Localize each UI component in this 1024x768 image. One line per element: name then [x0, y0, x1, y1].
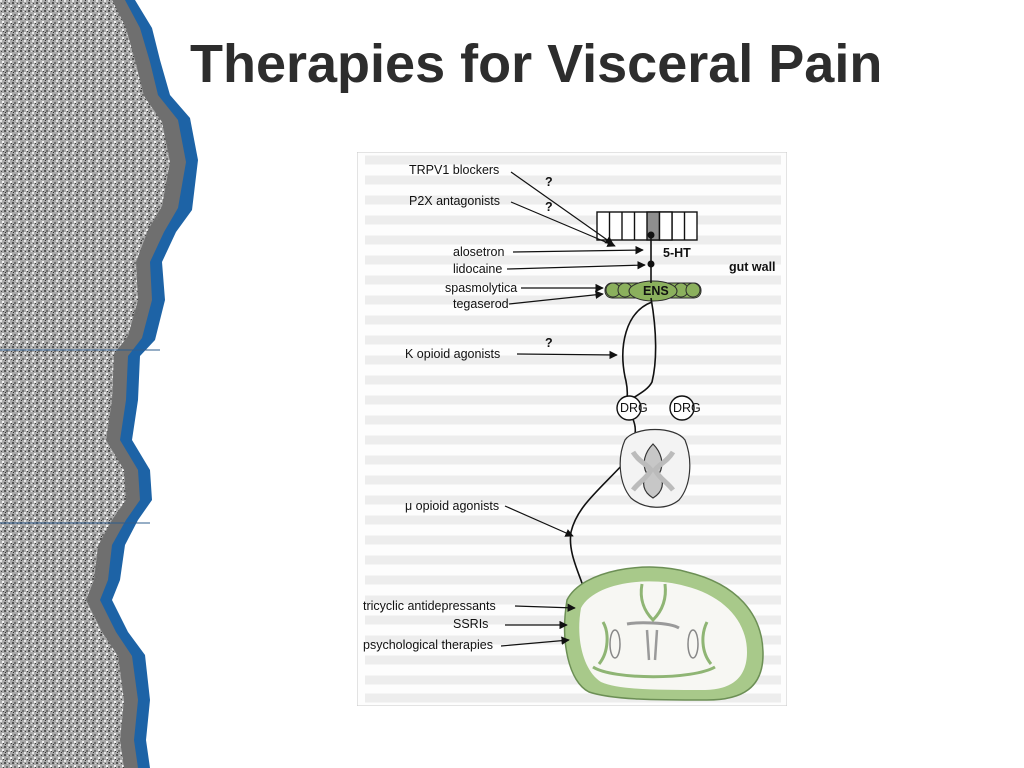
label-mu-opioid-agonists: μ opioid agonists: [405, 499, 499, 513]
arrow-alosetron: [512, 245, 644, 255]
arrow-mu-opioid: [504, 505, 574, 537]
visceral-pain-figure: 5-HT gut wall ENS: [357, 152, 787, 706]
epithelium-cells: [596, 211, 698, 241]
drg-right-label: DRG: [673, 401, 701, 415]
receptor-dot-2: [647, 260, 655, 268]
ens-layer: [604, 280, 702, 302]
label-psychological-therapies: psychological therapies: [363, 638, 493, 652]
visceral-pain-diagram: 5-HT gut wall ENS: [357, 152, 787, 706]
arrow-tegaserod: [508, 290, 604, 305]
label-p2x-antagonists: P2X antagonists: [409, 194, 500, 208]
arrow-lidocaine: [506, 261, 646, 270]
label-lidocaine: lidocaine: [453, 262, 502, 276]
therapy-arrows: [500, 171, 646, 647]
stone-border-decoration: [0, 0, 198, 768]
label-tricyclic-antidepressants: tricyclic antidepressants: [363, 599, 496, 613]
spinal-cord: [619, 429, 691, 508]
receptor-dot-1: [647, 231, 655, 239]
arrow-psychological: [500, 636, 570, 647]
question-mark-p2x: ?: [545, 200, 553, 214]
label-alosetron: alosetron: [453, 245, 504, 259]
label-trpv1-blockers: TRPV1 blockers: [409, 163, 499, 177]
label-tegaserod: tegaserod: [453, 297, 509, 311]
arrow-k-opioid: [516, 350, 618, 360]
ens-label: ENS: [643, 284, 669, 298]
five-ht-label: 5-HT: [663, 246, 691, 260]
question-mark-trpv1: ?: [545, 175, 553, 189]
arrow-trpv1: [510, 171, 614, 245]
arrow-p2x: [510, 201, 616, 247]
drg-ganglia: [616, 395, 695, 421]
arrow-tricyclic: [514, 603, 576, 612]
gut-wall-label: gut wall: [729, 260, 776, 274]
brain-section: [563, 566, 764, 701]
slide-title: Therapies for Visceral Pain: [190, 34, 883, 94]
label-k-opioid-agonists: K opioid agonists: [405, 347, 500, 361]
label-spasmolytica: spasmolytica: [445, 281, 517, 295]
label-ssris: SSRIs: [453, 617, 488, 631]
question-mark-k-opioid: ?: [545, 336, 553, 350]
drg-left-label: DRG: [620, 401, 648, 415]
